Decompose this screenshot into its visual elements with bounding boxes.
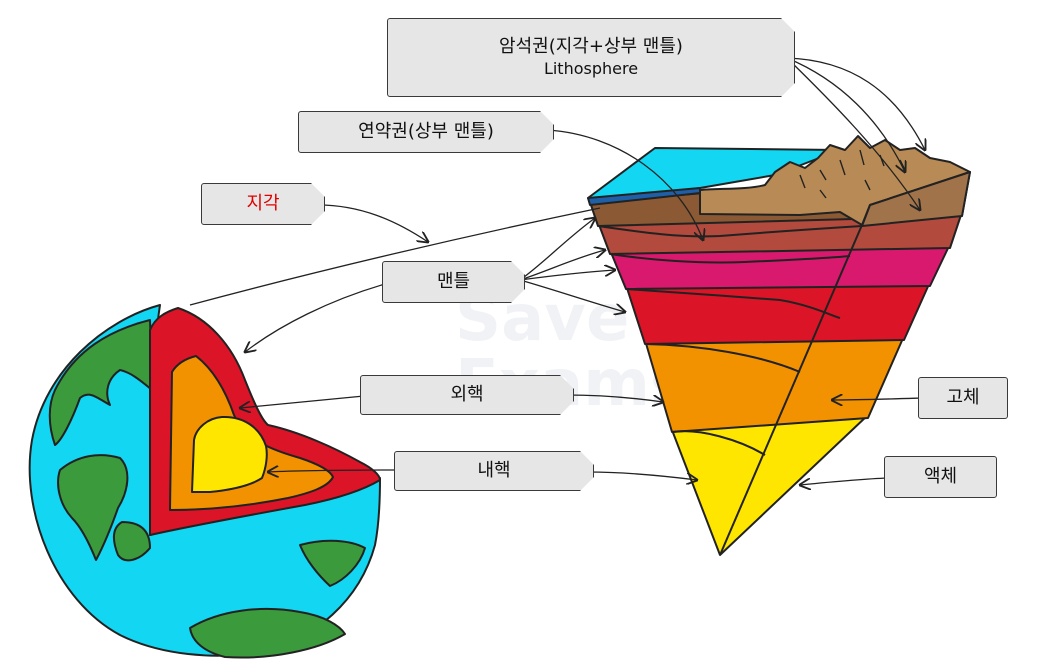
- land-mass: [57, 454, 129, 561]
- solid-label-text: 고체: [946, 386, 980, 408]
- globe-inner-core: [191, 415, 268, 493]
- asthenosphere-label: 연약권(상부 맨틀): [298, 111, 554, 153]
- crust-label-text: 지각: [246, 192, 280, 214]
- outer-core-label-text: 외핵: [450, 383, 484, 405]
- solid-label: 고체: [918, 377, 1008, 419]
- land-mass: [189, 607, 346, 659]
- land-mass: [112, 521, 151, 562]
- liquid-label: 액체: [884, 456, 997, 498]
- globe: [28, 304, 381, 659]
- lithosphere-label-en: Lithosphere: [543, 58, 639, 78]
- lithosphere-label: 암석권(지각+상부 맨틀) Lithosphere: [387, 18, 795, 97]
- wedge-inner-core: [671, 414, 869, 556]
- asthenosphere-label-text: 연약권(상부 맨틀): [358, 120, 494, 142]
- wedge-outer-core: [644, 335, 905, 433]
- land-mass: [299, 539, 366, 587]
- land-mass: [48, 319, 153, 446]
- outer-core-label: 외핵: [360, 375, 574, 415]
- inner-core-label: 내핵: [394, 451, 594, 491]
- lithosphere-label-ko: 암석권(지각+상부 맨틀): [499, 36, 683, 58]
- inner-core-label-text: 내핵: [477, 459, 511, 481]
- mantle-label-text: 맨틀: [436, 270, 471, 292]
- liquid-label-text: 액체: [923, 465, 958, 487]
- arrows: [189, 57, 925, 485]
- crust-label: 지각: [201, 183, 325, 225]
- mantle-label: 맨틀: [382, 261, 525, 303]
